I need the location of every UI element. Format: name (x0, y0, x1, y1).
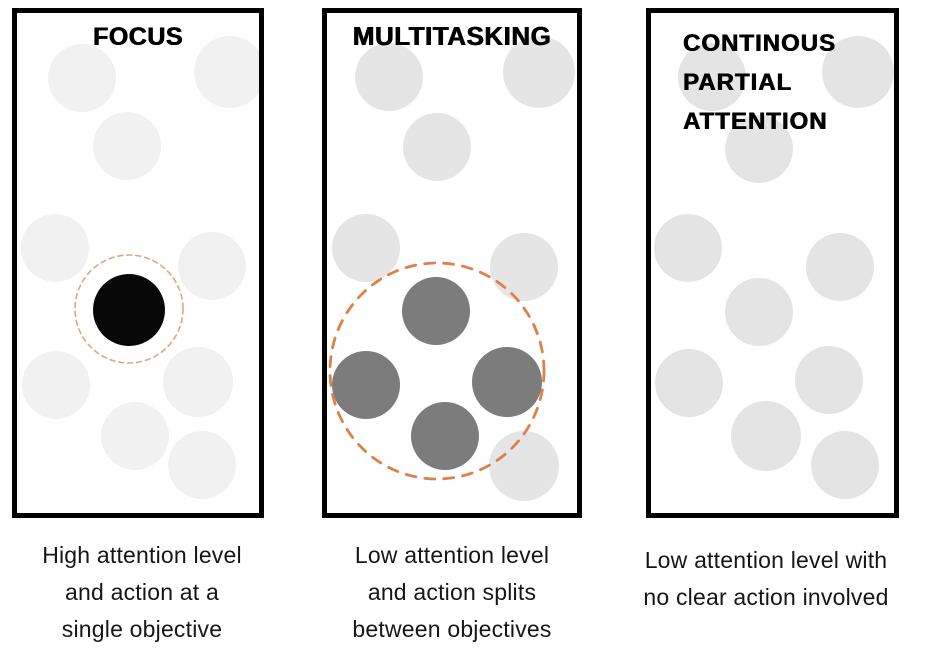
multitasking-dots-figure (322, 8, 582, 518)
continuous-partial-attention-panel: CONTINOUS PARTIAL ATTENTION (646, 8, 899, 518)
focus-caption: High attention level and action at a sin… (42, 542, 242, 642)
focus-panel: FOCUS (12, 8, 264, 518)
focus-dots-figure (12, 8, 264, 518)
multitasking-caption: Low attention level and action splits be… (352, 542, 552, 642)
focus-panel-title: FOCUS (93, 23, 183, 51)
continuous-partial-attention-caption: Low attention level with no clear action… (643, 547, 889, 610)
continuous-partial-attention-panel-title: CONTINOUS PARTIAL ATTENTION (683, 30, 836, 135)
multitasking-panel-title: MULTITASKING (352, 21, 552, 51)
multitasking-panel: MULTITASKING (322, 8, 582, 518)
continuous-partial-attention-dots-figure (646, 8, 899, 518)
